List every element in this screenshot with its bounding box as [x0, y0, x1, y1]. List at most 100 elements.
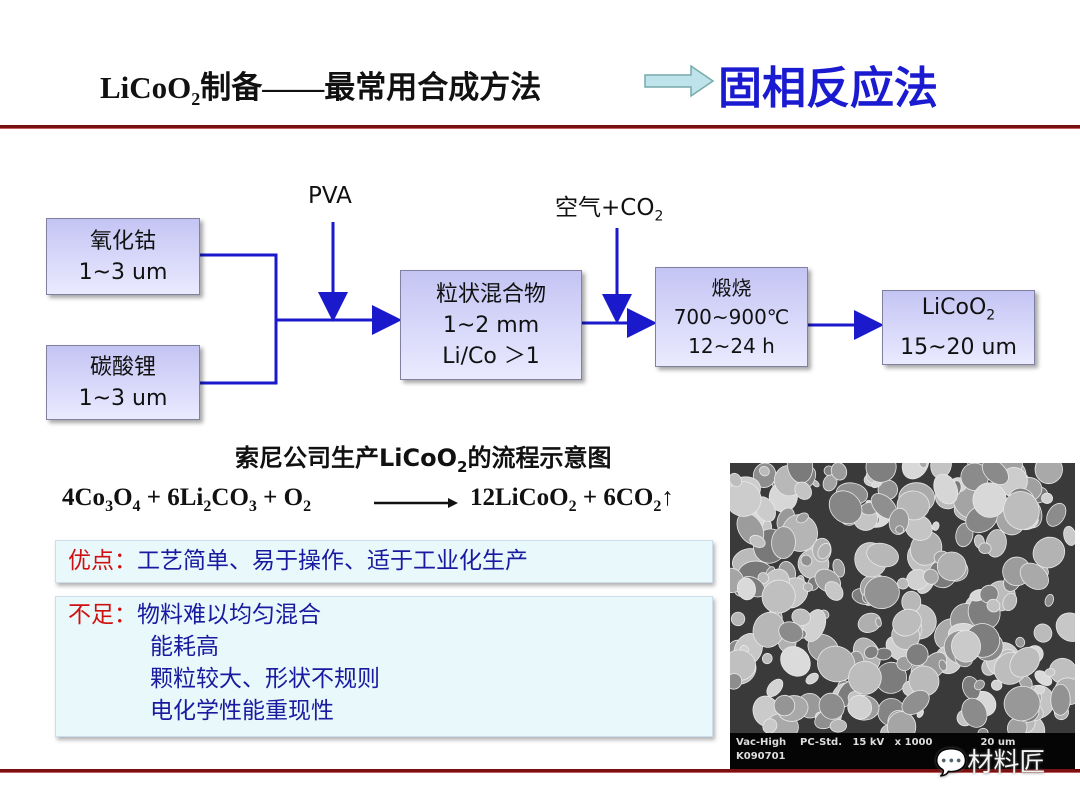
method-highlight: 固相反应法	[718, 63, 938, 114]
particle	[832, 558, 846, 578]
particle	[773, 694, 796, 717]
particle	[936, 551, 967, 582]
particle	[986, 598, 1001, 613]
particle	[905, 643, 929, 667]
particle	[829, 719, 847, 733]
particle	[817, 542, 832, 560]
particle	[981, 463, 1009, 485]
particle	[730, 673, 743, 690]
particle	[863, 575, 900, 610]
particle	[875, 617, 882, 628]
particle	[1034, 463, 1063, 485]
equation-reactants: 4Co3O4 + 6Li2CO3 + O2	[62, 484, 311, 516]
particle	[972, 482, 1007, 518]
particle	[866, 542, 899, 568]
particle	[1032, 536, 1066, 569]
right-arrow-icon	[644, 64, 715, 98]
pva-label: PVA	[308, 183, 352, 209]
particle	[749, 534, 766, 548]
equation-part: ↑	[661, 484, 674, 511]
equation-part: 3	[105, 498, 114, 515]
equation-part: O	[113, 484, 133, 511]
particle	[761, 652, 773, 665]
particle	[919, 463, 928, 469]
equation-part: 2	[303, 498, 312, 515]
particle	[766, 678, 784, 697]
particle	[771, 526, 796, 559]
particle	[1009, 646, 1041, 678]
particle	[857, 612, 882, 633]
particle	[892, 608, 922, 637]
particle	[818, 692, 845, 720]
particle	[802, 582, 813, 592]
particle	[1041, 492, 1054, 504]
particle	[730, 481, 762, 517]
advantages-box: 优点：工艺简单、易于操作、适于工业化生产	[55, 540, 713, 583]
divider	[0, 125, 1080, 129]
particle	[796, 512, 809, 524]
particle	[938, 659, 948, 672]
particle	[762, 718, 778, 734]
particle	[828, 490, 863, 525]
equation-part: 3	[248, 498, 257, 515]
diagram-caption: 索尼公司生产LiCoO2的流程示意图	[235, 444, 612, 476]
particle	[1046, 502, 1067, 527]
particle	[1063, 525, 1075, 546]
particle	[824, 581, 844, 601]
particle	[1019, 562, 1049, 590]
disadvantages-box: 不足：物料难以均匀混合 能耗高 颗粒较大、形状不规则 电化学性能重现性	[55, 596, 713, 737]
particles-image	[730, 463, 1075, 748]
particle	[847, 695, 873, 720]
watermark: 💬材料匠	[935, 748, 1046, 778]
particle	[761, 579, 796, 614]
equation-part: 2	[568, 498, 577, 515]
particle	[730, 611, 746, 627]
wechat-icon: 💬	[935, 748, 968, 778]
particle	[932, 521, 940, 531]
particle	[1003, 491, 1040, 530]
air-co2-label: 空气+CO2	[555, 195, 664, 225]
particle	[730, 472, 742, 488]
particle	[848, 660, 882, 695]
equation-part: + 6CO	[576, 484, 654, 511]
particle	[1044, 593, 1055, 607]
particle	[1044, 668, 1056, 677]
particle	[888, 507, 910, 535]
particle	[1015, 636, 1026, 648]
particle	[800, 554, 813, 567]
equation-part: 4	[132, 498, 141, 515]
particle	[780, 646, 811, 677]
flow-connectors	[200, 222, 884, 385]
equation-part: 12LiCoO	[470, 484, 569, 511]
particle	[759, 465, 770, 477]
equation-part: CO	[211, 484, 249, 511]
reaction-arrow-icon	[374, 498, 458, 508]
footer-divider	[0, 769, 1080, 773]
equation-part: 2	[203, 498, 212, 515]
particle	[830, 463, 848, 481]
particle	[805, 672, 819, 685]
particle	[1003, 685, 1041, 722]
particle	[864, 645, 879, 659]
equation-part: + O	[256, 484, 304, 511]
particle	[901, 463, 930, 480]
equation-part: 4Co	[62, 484, 106, 511]
equation-part: 2	[653, 498, 662, 515]
particle	[1002, 592, 1018, 612]
particle	[895, 525, 905, 534]
particle	[974, 679, 985, 691]
particle	[978, 542, 992, 555]
particle	[1050, 683, 1071, 716]
particle	[951, 630, 981, 663]
particle	[1033, 623, 1053, 643]
equation-part: + 6Li	[140, 484, 204, 511]
particle	[778, 621, 804, 643]
particle	[865, 463, 897, 483]
particle	[901, 690, 930, 715]
